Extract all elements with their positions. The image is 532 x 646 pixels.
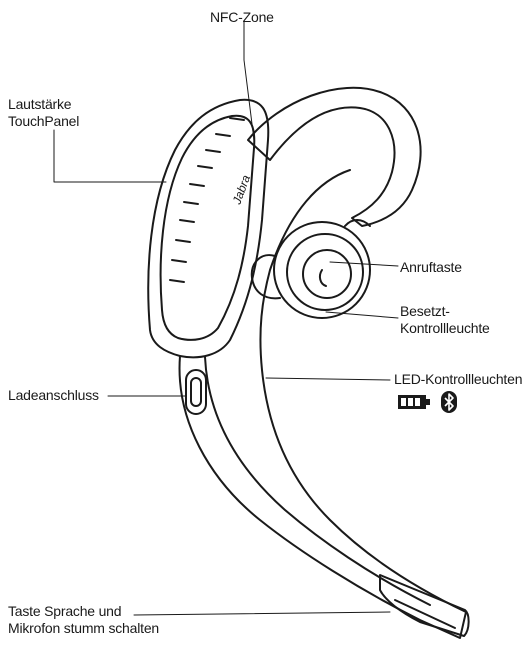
boom-tip xyxy=(380,575,469,636)
label-mute-button: Taste Sprache und Mikrofon stumm schalte… xyxy=(8,603,159,637)
leader-nfc xyxy=(244,22,254,140)
label-led-lights: LED-Kontrollleuchten xyxy=(394,371,522,388)
battery-icon xyxy=(398,395,430,409)
bluetooth-icon xyxy=(441,391,457,413)
label-volume-touchpanel: Lautstärke TouchPanel xyxy=(8,96,79,130)
label-answer-button: Anruftaste xyxy=(400,259,462,276)
leader-mute xyxy=(134,612,390,615)
leader-led xyxy=(266,378,390,380)
charging-port xyxy=(186,370,206,414)
earbud-inner xyxy=(303,250,351,298)
label-charging-port: Ladeanschluss xyxy=(8,387,99,404)
led-icons xyxy=(396,390,476,414)
answer-key-glyph xyxy=(320,270,326,286)
label-nfc-zone: NFC-Zone xyxy=(210,9,274,26)
ear-hook xyxy=(248,88,421,226)
leader-answer xyxy=(330,262,398,266)
leader-volume xyxy=(54,130,166,182)
label-busy-light: Besetzt- Kontrollleuchte xyxy=(400,303,490,337)
